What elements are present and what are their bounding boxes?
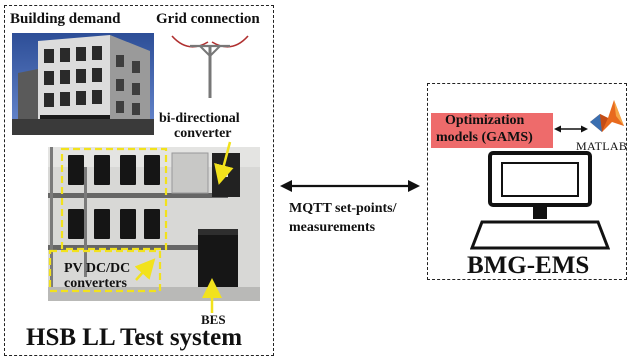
bmg-ems-panel (427, 83, 627, 280)
grid-pylon-icon (171, 35, 249, 98)
converter-callout-arrow (214, 141, 234, 185)
computer-icon (470, 151, 610, 250)
link-label-line1: MQTT set-points/ (289, 201, 397, 216)
matlab-label: MATLAB (576, 139, 628, 153)
pv-label-line1: PV DC/DC (64, 261, 131, 276)
optimization-label-line2: models (GAMS) (436, 130, 533, 145)
communication-arrow (280, 180, 420, 192)
system-title: HSB LL Test system (26, 324, 243, 351)
hsb-test-system-panel (4, 5, 274, 356)
converter-label-line2: converter (174, 126, 232, 141)
optimization-box (431, 113, 553, 148)
bes-label: BES (201, 312, 226, 327)
converter-label-line1: bi-directional (159, 111, 240, 126)
ems-title: BMG-EMS (467, 252, 590, 279)
grid-connection-label: Grid connection (156, 11, 260, 27)
building-photo (12, 33, 154, 135)
pv-callout-arrow (134, 258, 156, 281)
optimization-label-line1: Optimization (445, 113, 525, 128)
link-label-line2: measurements (289, 220, 376, 235)
gams-matlab-arrow (554, 125, 588, 133)
building-demand-label: Building demand (10, 11, 121, 27)
pv-label-line2: converters (64, 276, 127, 291)
matlab-logo-icon (590, 100, 624, 132)
